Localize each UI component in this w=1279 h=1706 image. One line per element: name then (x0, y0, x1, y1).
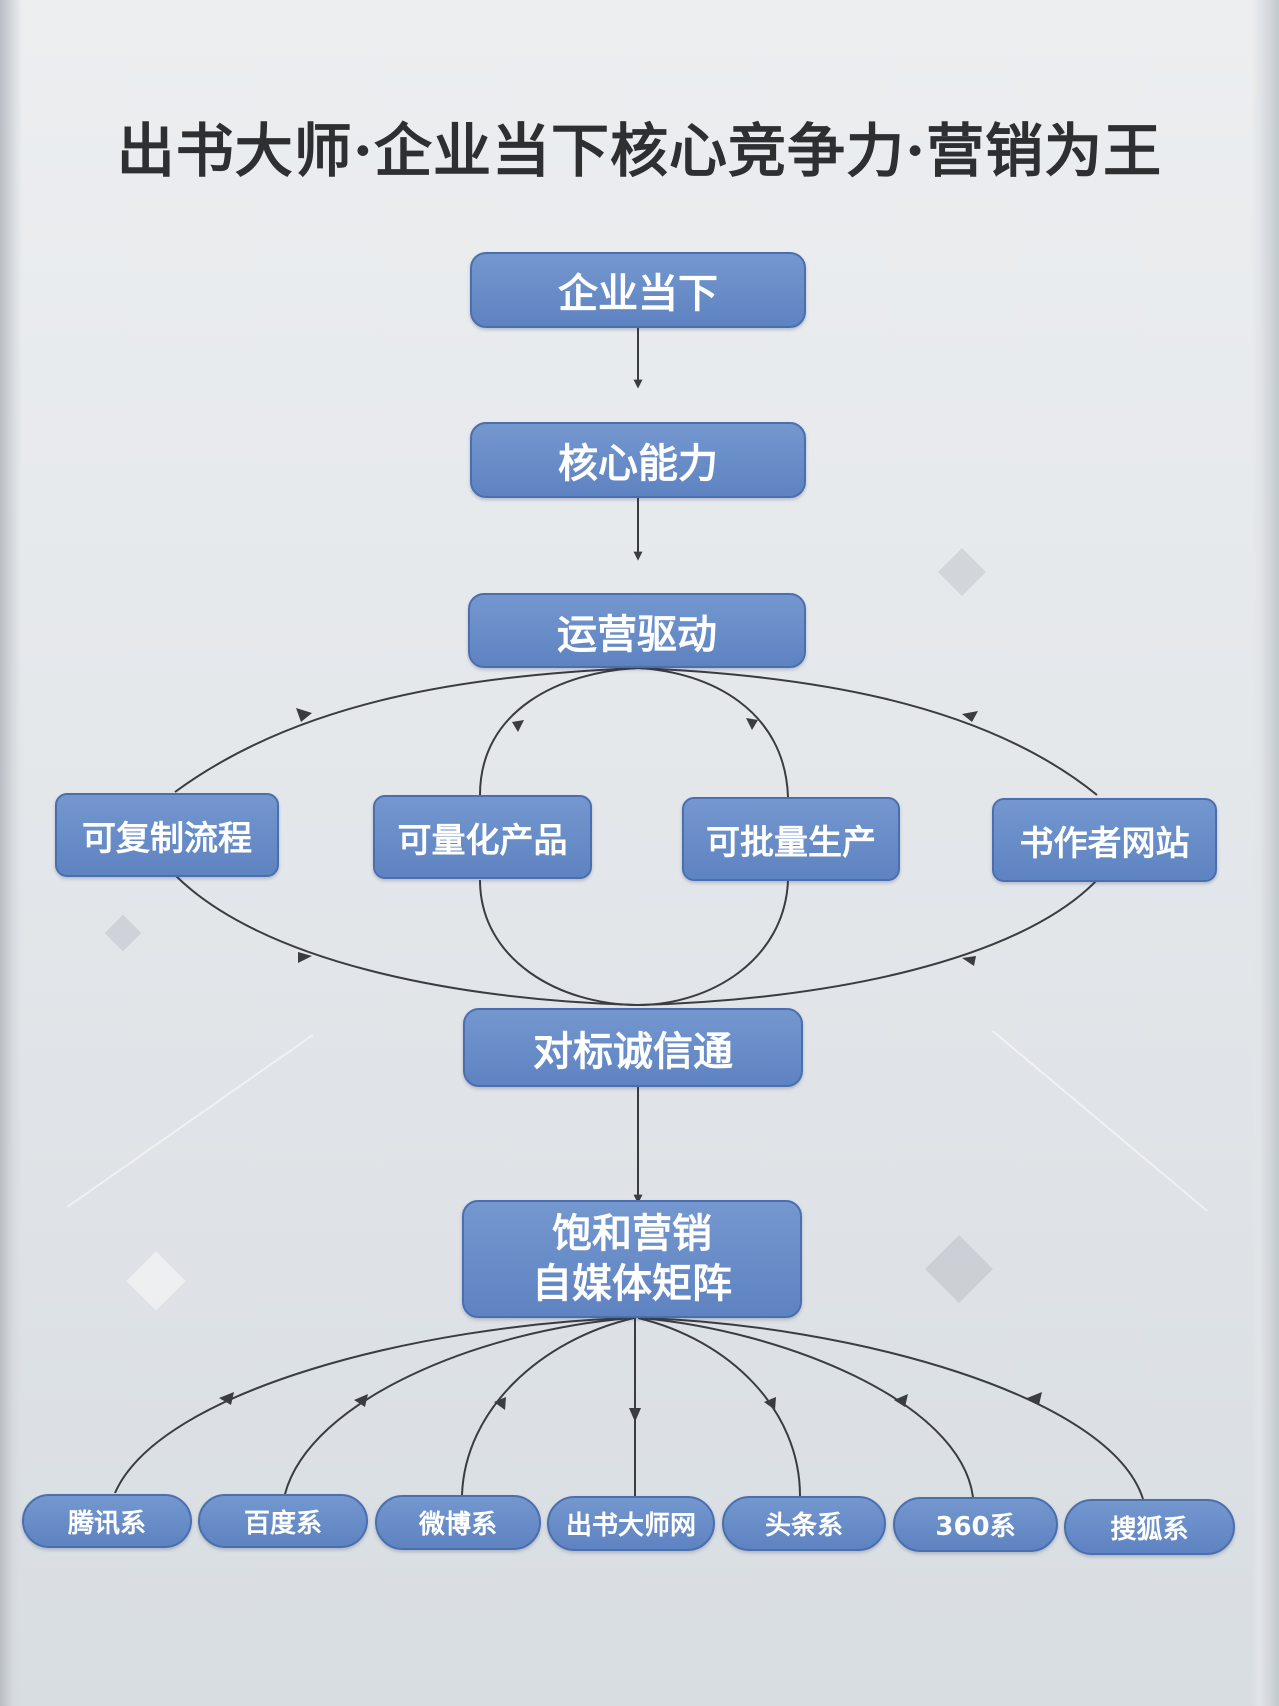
arrowhead (494, 1397, 506, 1410)
fan-to-channel-7 (641, 1317, 1144, 1500)
arrowhead (629, 1408, 641, 1422)
arrowhead (512, 720, 524, 732)
fan-to-channel-2 (284, 1317, 633, 1495)
node-saturation-line-2: 自媒体矩阵 (532, 1261, 732, 1307)
arrowhead (894, 1394, 908, 1407)
node-saturation-line-1: 饱和营销 (552, 1211, 712, 1257)
left-edge-shadow (0, 0, 22, 1706)
node-channel-sohu: 搜狐系 (1064, 1499, 1235, 1555)
fan-to-channel-1 (114, 1317, 631, 1494)
node-channel-tencent: 腾讯系 (22, 1494, 192, 1548)
arrowhead (298, 952, 312, 963)
node-current: 企业当下 (470, 252, 806, 328)
arrowhead (354, 1394, 368, 1407)
arc-branch-2-to-benchmark (479, 879, 639, 1006)
node-branch-3: 可批量生产 (682, 797, 900, 881)
node-channel-weibo: 微博系 (375, 1495, 541, 1550)
page-title: 出书大师·企业当下核心竞争力·营销为王 (116, 117, 1163, 185)
node-saturation-marketing: 饱和营销 自媒体矩阵 (462, 1200, 802, 1318)
arc-branch-1-to-benchmark (174, 874, 639, 1006)
node-branch-2: 可量化产品 (373, 795, 592, 879)
node-channel-baidu: 百度系 (198, 1494, 368, 1548)
node-branch-1: 可复制流程 (55, 793, 279, 877)
node-benchmark: 对标诚信通 (463, 1008, 803, 1087)
arc-drive-to-branch-2 (479, 667, 639, 796)
right-edge-shadow (1251, 0, 1279, 1706)
node-branch-4: 书作者网站 (992, 798, 1217, 882)
arc-drive-to-branch-3 (637, 667, 789, 798)
node-channel-toutiao: 头条系 (722, 1496, 886, 1551)
arrowhead (962, 956, 976, 966)
arc-branch-4-to-benchmark (637, 879, 1098, 1006)
arrowhead (746, 718, 758, 730)
fan-to-channel-6 (639, 1317, 974, 1498)
arrowhead (296, 708, 312, 722)
node-channel-360: 360系 (893, 1497, 1058, 1552)
fan-to-channel-5 (637, 1317, 801, 1497)
arrowhead (219, 1392, 234, 1405)
arrowhead (764, 1397, 776, 1410)
arc-branch-3-to-benchmark (637, 879, 789, 1006)
arrowhead (962, 711, 978, 722)
arc-drive-to-branch-4 (637, 667, 1098, 796)
fan-to-channel-3 (461, 1317, 635, 1496)
arc-drive-to-branch-1 (174, 667, 639, 793)
node-core-ability: 核心能力 (470, 422, 806, 498)
node-channel-chushudashi: 出书大师网 (547, 1496, 715, 1551)
node-operation-drive: 运营驱动 (468, 593, 806, 668)
arrowhead (1027, 1392, 1042, 1405)
